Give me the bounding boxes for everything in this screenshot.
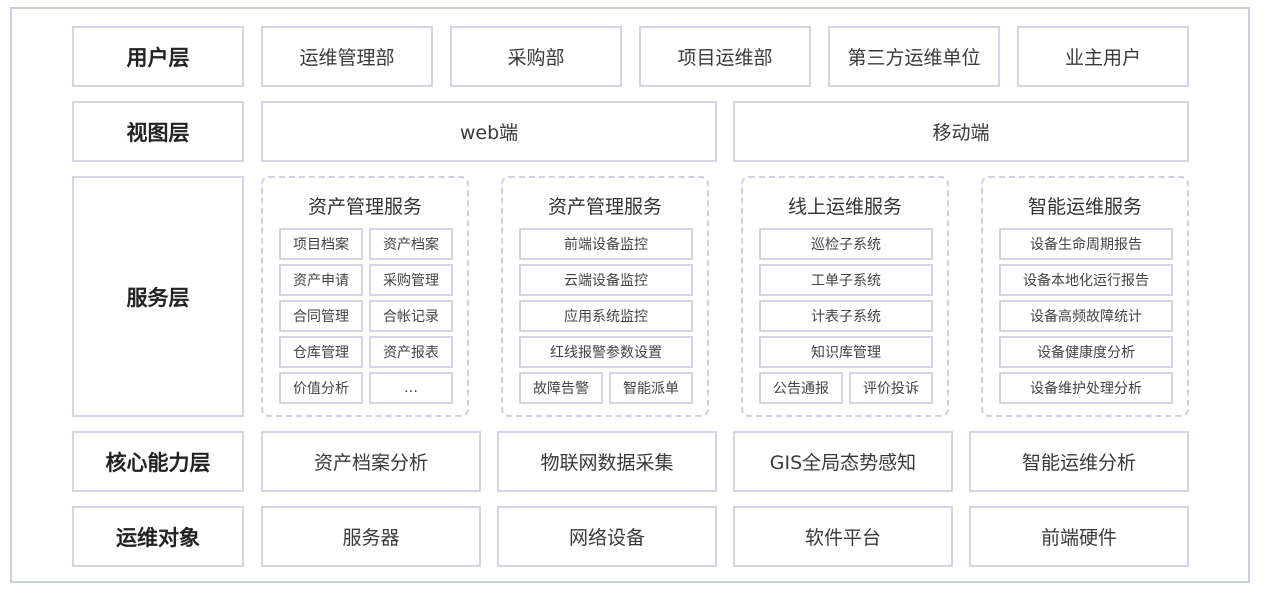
service-item: … bbox=[369, 372, 453, 404]
service-group-title: 资产管理服务 bbox=[307, 196, 422, 218]
layer-label-core: 核心能力层 bbox=[72, 431, 244, 492]
target-item: 前端硬件 bbox=[969, 506, 1189, 567]
target-item: 软件平台 bbox=[733, 506, 953, 567]
service-item: 工单子系统 bbox=[759, 264, 933, 296]
service-item: 知识库管理 bbox=[759, 336, 933, 368]
service-item: 应用系统监控 bbox=[519, 300, 693, 332]
user-item: 项目运维部 bbox=[639, 26, 811, 87]
service-item: 资产档案 bbox=[369, 228, 453, 260]
service-item: 前端设备监控 bbox=[519, 228, 693, 260]
user-item: 第三方运维单位 bbox=[828, 26, 1000, 87]
layer-label-target: 运维对象 bbox=[72, 506, 244, 567]
service-group-asset: 资产管理服务 项目档案 资产档案 资产申请 采购管理 合同管理 合帐记录 仓库管… bbox=[261, 176, 469, 417]
user-item: 业主用户 bbox=[1017, 26, 1189, 87]
view-item-web: web端 bbox=[261, 101, 717, 162]
service-item: 采购管理 bbox=[369, 264, 453, 296]
core-item: 智能运维分析 bbox=[969, 431, 1189, 492]
user-item: 采购部 bbox=[450, 26, 622, 87]
service-item: 设备维护处理分析 bbox=[999, 372, 1173, 404]
service-group-online-ops: 线上运维服务 巡检子系统 工单子系统 计表子系统 知识库管理 公告通报 评价投诉 bbox=[741, 176, 949, 417]
service-item: 合同管理 bbox=[279, 300, 363, 332]
service-group-title: 智能运维服务 bbox=[1027, 196, 1142, 218]
service-item: 设备健康度分析 bbox=[999, 336, 1173, 368]
service-item: 公告通报 bbox=[759, 372, 843, 404]
service-item: 资产申请 bbox=[279, 264, 363, 296]
service-item: 仓库管理 bbox=[279, 336, 363, 368]
service-group-asset-monitor: 资产管理服务 前端设备监控 云端设备监控 应用系统监控 红线报警参数设置 故障告… bbox=[501, 176, 709, 417]
core-item: GIS全局态势感知 bbox=[733, 431, 953, 492]
service-item: 计表子系统 bbox=[759, 300, 933, 332]
target-item: 服务器 bbox=[261, 506, 481, 567]
service-item: 云端设备监控 bbox=[519, 264, 693, 296]
user-item: 运维管理部 bbox=[261, 26, 433, 87]
service-item: 项目档案 bbox=[279, 228, 363, 260]
service-item: 红线报警参数设置 bbox=[519, 336, 693, 368]
view-item-mobile: 移动端 bbox=[733, 101, 1189, 162]
target-item: 网络设备 bbox=[497, 506, 717, 567]
service-item: 设备生命周期报告 bbox=[999, 228, 1173, 260]
service-item: 巡检子系统 bbox=[759, 228, 933, 260]
core-item: 物联网数据采集 bbox=[497, 431, 717, 492]
layer-label-view: 视图层 bbox=[72, 101, 244, 162]
layer-label-user: 用户层 bbox=[72, 26, 244, 87]
service-item: 智能派单 bbox=[609, 372, 693, 404]
service-group-smart-ops: 智能运维服务 设备生命周期报告 设备本地化运行报告 设备高频故障统计 设备健康度… bbox=[981, 176, 1189, 417]
service-item: 资产报表 bbox=[369, 336, 453, 368]
layer-label-service: 服务层 bbox=[72, 176, 244, 417]
service-item: 价值分析 bbox=[279, 372, 363, 404]
service-item: 评价投诉 bbox=[849, 372, 933, 404]
core-item: 资产档案分析 bbox=[261, 431, 481, 492]
service-item: 设备高频故障统计 bbox=[999, 300, 1173, 332]
service-group-title: 资产管理服务 bbox=[547, 196, 662, 218]
service-item: 合帐记录 bbox=[369, 300, 453, 332]
service-group-title: 线上运维服务 bbox=[787, 196, 902, 218]
service-item: 设备本地化运行报告 bbox=[999, 264, 1173, 296]
service-item: 故障告警 bbox=[519, 372, 603, 404]
